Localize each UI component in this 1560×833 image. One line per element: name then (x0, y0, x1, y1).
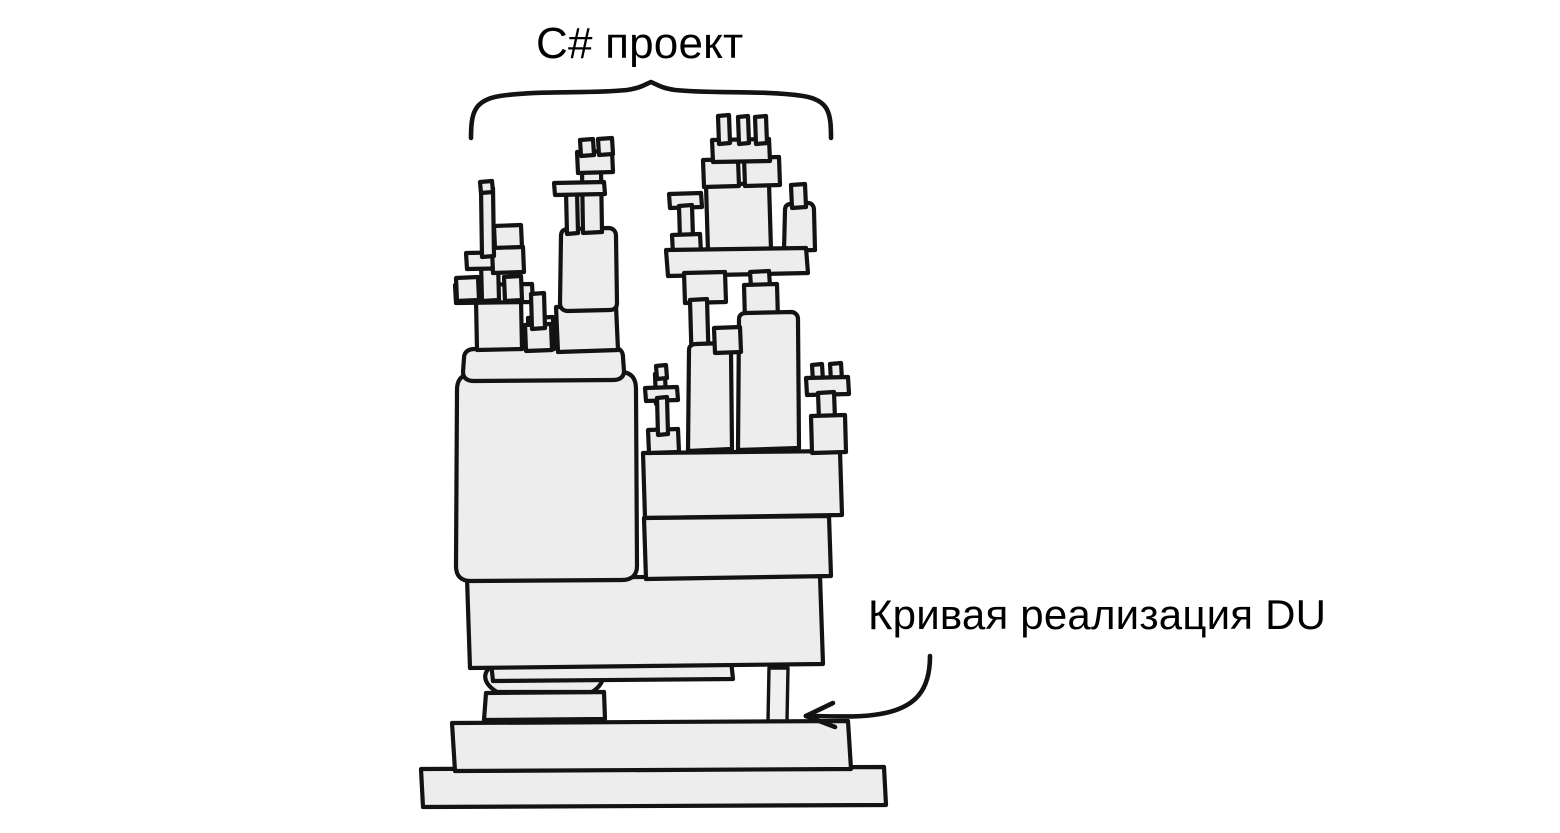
center-tower-prong-right (595, 135, 616, 158)
center-side-pole-crossbar (551, 179, 608, 198)
right-lower-slab (641, 513, 834, 582)
far-right-crossbar (803, 374, 852, 398)
right-plank-under-block (681, 269, 729, 306)
center-tower-body (557, 225, 620, 314)
left-cluster-spire-tip (477, 178, 496, 196)
right-medium-block-cube (711, 324, 744, 356)
curved-arrow (803, 653, 933, 730)
far-right-foot-block (808, 412, 849, 456)
thin-support-leg (766, 666, 790, 723)
main-platform-slab (464, 573, 826, 671)
center-tower-prong-left (577, 136, 597, 159)
base-second-slab (449, 718, 854, 774)
center-tower-stem (579, 166, 605, 236)
right-upper-slab (640, 448, 845, 521)
left-post-stem (528, 290, 548, 332)
left-cluster-cube (453, 274, 482, 304)
right-bottle-body (781, 200, 818, 254)
right-far-left-post-bar (642, 384, 681, 404)
right-tall-column-body (735, 309, 802, 453)
left-cluster-box-lower (489, 244, 527, 276)
page-title-csharp-project: C# проект (536, 19, 744, 68)
right-far-left-post-tip (653, 362, 670, 382)
left-cluster-base-block (473, 296, 525, 353)
right-far-left-post-lower-stem (654, 394, 671, 438)
right-cluster-prong-3 (752, 113, 770, 147)
pedestal-block (481, 689, 608, 723)
right-cluster-plank (663, 245, 811, 279)
right-cluster-prong-1 (715, 112, 733, 147)
right-cluster-main-body (703, 180, 774, 255)
right-bottle-neck (788, 181, 809, 211)
left-cluster-stub (501, 273, 525, 304)
big-left-block-cap (460, 344, 627, 384)
right-cluster-prong-2 (735, 113, 752, 147)
center-tower-pedestal (553, 303, 621, 355)
center-side-pole (563, 188, 581, 237)
left-cluster-spire (478, 185, 497, 260)
annotation-label-du: Кривая реализация DU (868, 591, 1327, 638)
right-medium-block-tower (685, 340, 735, 454)
big-left-block (453, 369, 640, 584)
base-bottom-slab (418, 764, 889, 810)
curly-brace (468, 79, 834, 141)
